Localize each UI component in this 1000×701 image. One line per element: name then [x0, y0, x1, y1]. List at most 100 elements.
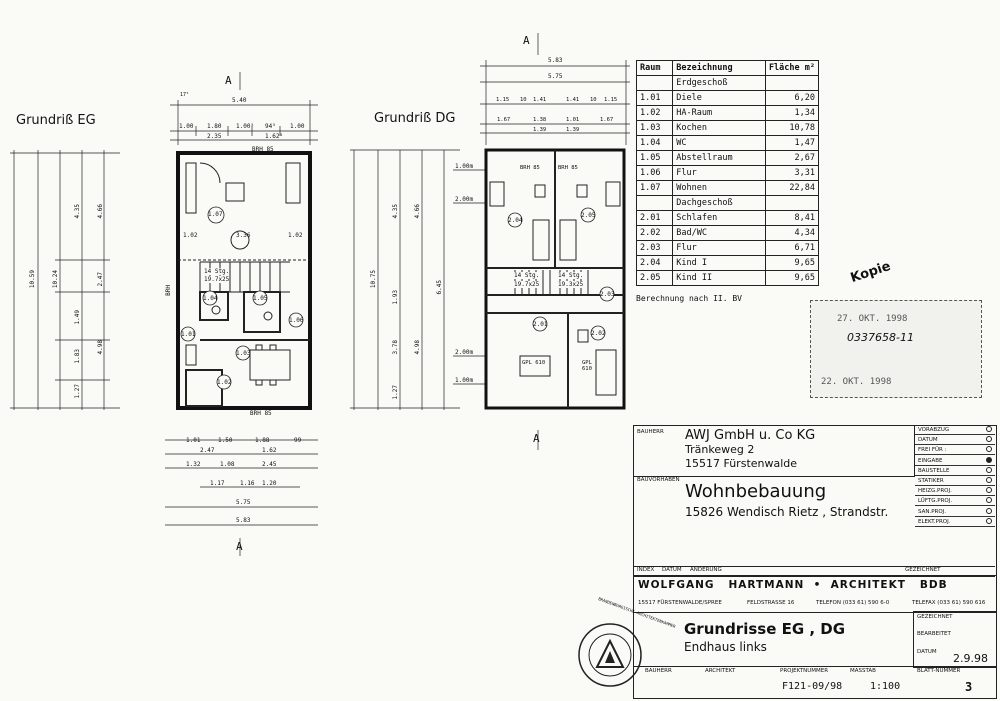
dg-stair-b: 14 Stg.: [558, 272, 584, 279]
architect-city: 15517 FÜRSTENWALDE/SPREE: [638, 600, 722, 606]
eg-stair-size: 19.7x25: [204, 276, 230, 283]
eg-floor-plan: [10, 72, 318, 556]
eg-left-4: 1.27: [74, 384, 81, 399]
area-cell-flaeche: 1,34: [764, 105, 820, 121]
bauherr-box: [633, 425, 915, 477]
dg-gpl-1: GPL 610: [522, 360, 546, 366]
vorhaben-place: 15826 Wendisch Rietz , Strandstr.: [685, 505, 889, 519]
bauherr-name: AWJ GmbH u. Co KG: [685, 428, 816, 443]
bauherr-label: BAUHERR: [637, 429, 664, 435]
status-checkbox[interactable]: [986, 507, 992, 514]
status-checkbox[interactable]: [986, 446, 992, 453]
blatt-value: 3: [965, 680, 973, 694]
status-checkbox[interactable]: [986, 456, 992, 463]
architect-box: [633, 575, 997, 613]
area-cell-flaeche: 1,47: [764, 135, 820, 151]
eg-dim-row-4: 94⁵: [265, 123, 276, 130]
massstab-label: MASSTAB: [850, 668, 876, 674]
dg-top-1: 1.15: [496, 97, 510, 103]
area-cell-bezeichnung: Schlafen: [672, 210, 766, 226]
area-cell-raum: 2.04: [635, 255, 674, 271]
eg-room-1-01: 1.01: [181, 331, 196, 338]
area-cell-raum: 1.03: [635, 120, 674, 136]
status-checkbox[interactable]: [986, 436, 992, 443]
dg-left-total: 10.75: [370, 270, 377, 289]
dg-top2-4: 1.67: [600, 117, 614, 123]
aenderung-label: ÄNDERUNG: [690, 567, 722, 573]
dg-floor-plan: [350, 33, 630, 450]
status-label: HEIZG.PROJ.: [918, 488, 952, 495]
area-cell-bezeichnung: Wohnen: [672, 180, 766, 196]
area-cell-raum: 1.06: [635, 165, 674, 181]
status-row: VORABZUG: [915, 425, 995, 435]
status-checkbox[interactable]: [986, 477, 992, 483]
dg-room-2-05: 2.05: [581, 212, 596, 219]
dg-top3-2: 1.39: [566, 127, 580, 133]
col-bezeichnung: Bezeichnung: [672, 60, 766, 76]
eg-dim-row2-1: 2.35: [207, 133, 222, 140]
dg-room-2-02: 2.02: [591, 330, 606, 337]
drawing-subtitle: Endhaus links: [684, 640, 767, 654]
area-table-footnote: Berechnung nach II. BV: [636, 294, 742, 303]
area-cell-bezeichnung: Flur: [672, 165, 766, 181]
status-row: SAN.PROJ.: [915, 507, 995, 517]
area-cell-bezeichnung: Diele: [672, 90, 766, 106]
area-cell-raum: 2.03: [635, 240, 674, 256]
status-checkbox[interactable]: [986, 517, 992, 524]
index-label: INDEX: [637, 567, 655, 573]
bauherr-sig-label: BAUHERR: [645, 668, 672, 674]
area-cell-flaeche: 3,31: [764, 165, 820, 181]
eg-left-3: 1.83: [74, 349, 81, 364]
status-label: FREI FÜR :: [918, 447, 947, 454]
status-checkbox[interactable]: [986, 497, 992, 504]
status-checkbox[interactable]: [986, 426, 992, 432]
blatt-label: BLATT-NUMMER: [917, 668, 961, 674]
projnr-label: PROJEKTNUMMER: [780, 668, 829, 674]
status-checkbox[interactable]: [986, 466, 992, 473]
area-cell-raum: 2.02: [635, 225, 674, 241]
area-cell-flaeche: 2,67: [764, 150, 820, 166]
eg-brh-side: BRH: [165, 285, 172, 296]
area-cell-bezeichnung: Kind II: [672, 270, 766, 286]
status-label: VORABZUG: [918, 427, 950, 433]
status-label: BAUSTELLE: [918, 467, 950, 474]
status-row: ELEKT.PROJ.: [915, 517, 995, 527]
eg-right-1: 4.66: [97, 204, 104, 219]
area-cell-bezeichnung: Bad/WC: [672, 225, 766, 241]
architekt-label: ARCHITEKT: [705, 668, 736, 674]
datum2-value: 2.9.98: [953, 652, 988, 665]
status-label: STATIKER: [918, 478, 944, 484]
architect-street: FELDSTRASSE 16: [747, 600, 795, 606]
col-raum: Raum: [635, 60, 674, 76]
eg-bot-4: 99: [294, 437, 302, 444]
eg-bot2-3: 2.45: [262, 461, 277, 468]
area-cell-flaeche: 9,65: [764, 270, 820, 286]
eg-section-mark-top: A: [225, 74, 232, 87]
dg-level-3: 2.00m: [455, 349, 474, 356]
status-label: SAN.PROJ.: [918, 508, 947, 515]
dg-dim-top-total: 5.83: [548, 57, 563, 64]
eg-dim-top-total: 5.40: [232, 97, 247, 104]
projnr-value: F121-09/98: [782, 681, 843, 692]
eg-bot-outer: 5.83: [236, 517, 251, 524]
dg-section-mark-top: A: [523, 34, 530, 47]
dg-level-2: 2.00m: [455, 196, 474, 203]
status-checkbox[interactable]: [986, 487, 992, 494]
dg-level-1: 1.00m: [455, 163, 474, 170]
area-cell-flaeche: 8,41: [764, 210, 820, 226]
area-cell-bezeichnung: Abstellraum: [672, 150, 766, 166]
eg-left-1: 4.35: [74, 204, 81, 219]
dg-top-4: 1.41: [566, 97, 580, 103]
gezeichnet2-label: GEZEICHNET: [917, 614, 953, 620]
eg-right-2: 2.47: [97, 272, 104, 287]
